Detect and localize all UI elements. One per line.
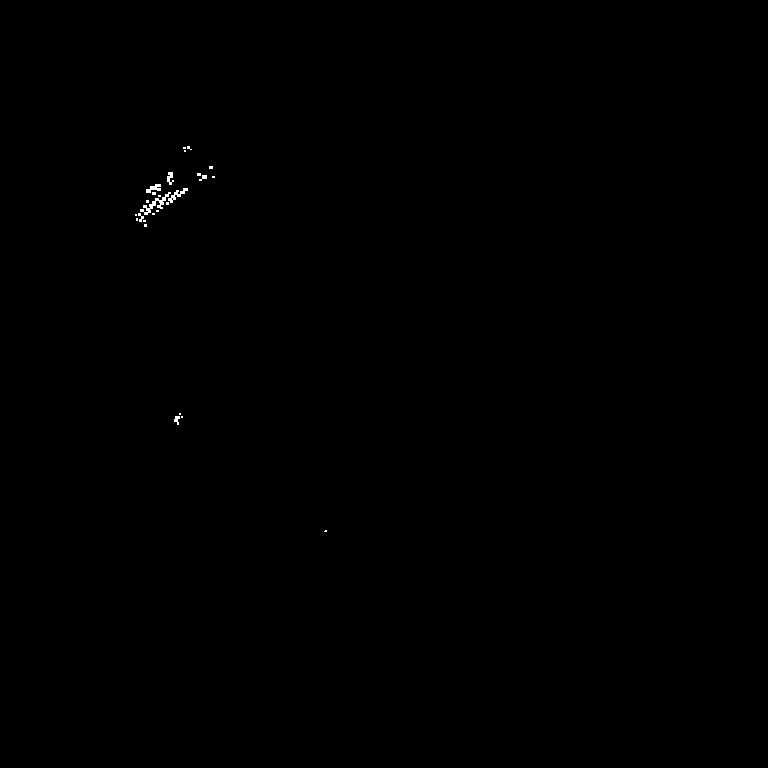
mask-viewport xyxy=(0,0,768,768)
binary-mask-canvas xyxy=(0,0,768,768)
